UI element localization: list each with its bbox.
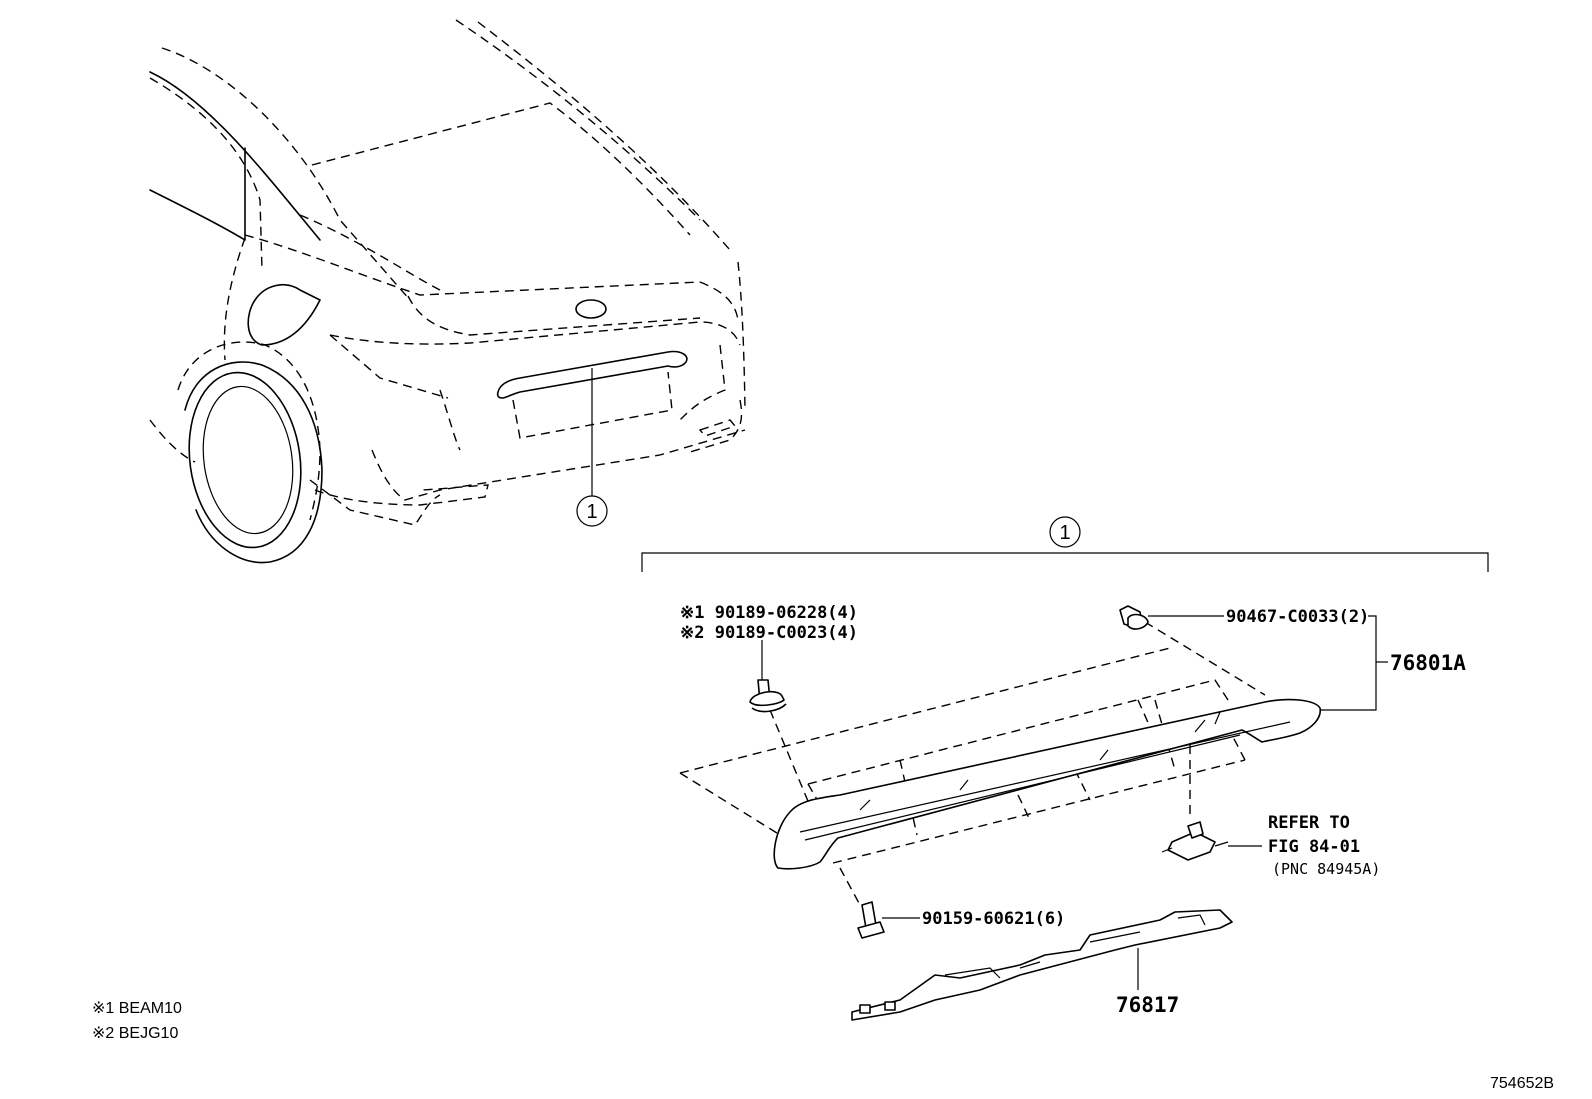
- callout-number-assembly: 1: [1059, 522, 1070, 544]
- model-note-2: ※2 BEJG10: [92, 1025, 178, 1042]
- bracket-label: 76817: [1116, 993, 1179, 1017]
- garnish-assembly-label: 76801A: [1390, 651, 1466, 675]
- refer-label-line2: FIG 84-01: [1268, 837, 1360, 857]
- callout-circle-assembly: [1049, 516, 1081, 548]
- clip-part: [749, 640, 787, 713]
- refer-label-line1: REFER TO: [1268, 813, 1350, 833]
- bracket-part: [851, 909, 1233, 1021]
- exploded-parts: [679, 605, 1388, 1021]
- screw-part: [857, 901, 920, 939]
- refer-pnc-label: (PNC 84945A): [1272, 860, 1380, 878]
- clip-2-label: ※2 90189-C0023(4): [680, 623, 858, 643]
- assembly-bracket: 1: [641, 516, 1489, 572]
- clip-1-label: ※1 90189-06228(4): [680, 603, 858, 623]
- callout-circle-car: [576, 495, 608, 527]
- grommet-part: [1119, 605, 1224, 630]
- grommet-label: 90467-C0033(2): [1226, 607, 1369, 627]
- figure-id: 754652B: [1490, 1075, 1554, 1092]
- callout-number-car: 1: [586, 501, 597, 523]
- garnish-part: [773, 698, 1322, 870]
- model-note-1: ※1 BEAM10: [92, 1000, 182, 1017]
- car-rear-illustration: 1: [149, 19, 746, 564]
- screw-label: 90159-60621(6): [922, 909, 1065, 929]
- connector-part: [1161, 821, 1262, 861]
